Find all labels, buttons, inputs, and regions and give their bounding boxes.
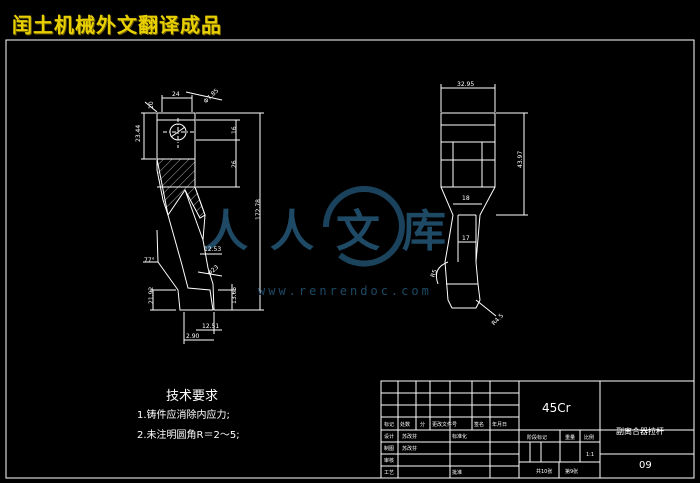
dim-18: 18 — [462, 195, 470, 202]
dim-phi785: Φ7.85 — [202, 87, 220, 105]
dim-17: 17 — [462, 235, 470, 242]
right-view — [435, 84, 528, 317]
dim-2192: 21.92 — [148, 287, 155, 304]
dim-r5: R5 — [430, 268, 439, 278]
svg-text:比例: 比例 — [584, 434, 594, 441]
title-block-text: 45Cr 副离合器拉杆 09 标记 处数 分 更改文件号 签名 年月日 设计 苏… — [384, 401, 664, 476]
svg-text:共10张: 共10张 — [536, 468, 552, 475]
svg-text:1:1: 1:1 — [586, 452, 594, 458]
dim-1251: 12.51 — [202, 323, 219, 330]
svg-text:阶段标记: 阶段标记 — [527, 434, 547, 441]
dim-16: 16 — [231, 126, 238, 134]
svg-text:苏改芬: 苏改芬 — [402, 445, 417, 452]
drawing-no: 09 — [639, 460, 652, 471]
svg-text:分: 分 — [420, 421, 425, 428]
left-view — [141, 91, 264, 344]
dim-290: 2.90 — [186, 333, 200, 340]
svg-text:标记: 标记 — [384, 421, 394, 428]
drawing-frame — [5, 39, 695, 479]
svg-text:审核: 审核 — [384, 457, 394, 464]
svg-text:批准: 批准 — [452, 469, 462, 476]
dim-angle: 77° — [144, 257, 155, 264]
tech-requirements: 技术要求 1.铸件应消除内应力; 2.未注明圆角R＝2～5; — [137, 389, 240, 441]
svg-text:工艺: 工艺 — [384, 470, 394, 476]
svg-text:标准化: 标准化 — [452, 433, 467, 440]
material: 45Cr — [542, 401, 571, 415]
dim-1365: 13.65 — [231, 287, 238, 304]
svg-text:第9张: 第9张 — [565, 468, 578, 475]
svg-text:设计: 设计 — [384, 433, 394, 440]
dim-2344: 23.44 — [135, 125, 142, 142]
dim-4397: 43.97 — [517, 151, 524, 168]
svg-text:重量: 重量 — [565, 434, 575, 441]
dim-r45: R4.5 — [490, 312, 505, 327]
title-block — [380, 380, 695, 479]
dim-10: 10 — [148, 101, 155, 109]
tech-item-1: 1.铸件应消除内应力; — [137, 408, 230, 421]
part-name: 副离合器拉杆 — [616, 426, 664, 436]
dim-17278: 172.78 — [255, 199, 262, 220]
svg-text:更改文件号: 更改文件号 — [432, 421, 457, 428]
svg-text:年月日: 年月日 — [492, 421, 507, 428]
watermark-site: www.renrendoc.com — [258, 284, 432, 298]
site-title: 闰土机械外文翻译成品 — [12, 13, 222, 37]
dim-3295: 32.95 — [457, 81, 474, 88]
watermark-cn: 人人文库 — [204, 206, 468, 257]
tech-heading: 技术要求 — [166, 389, 218, 404]
svg-text:制图: 制图 — [384, 445, 394, 452]
tech-item-2: 2.未注明圆角R＝2～5; — [137, 428, 240, 441]
svg-text:处数: 处数 — [400, 421, 410, 428]
dim-1253: 12.53 — [204, 246, 221, 253]
dim-26: 26 — [231, 160, 238, 168]
dim-24: 24 — [172, 91, 180, 98]
watermark-logo — [323, 186, 405, 267]
svg-text:苏改芬: 苏改芬 — [402, 433, 417, 440]
svg-text:签名: 签名 — [474, 421, 484, 428]
